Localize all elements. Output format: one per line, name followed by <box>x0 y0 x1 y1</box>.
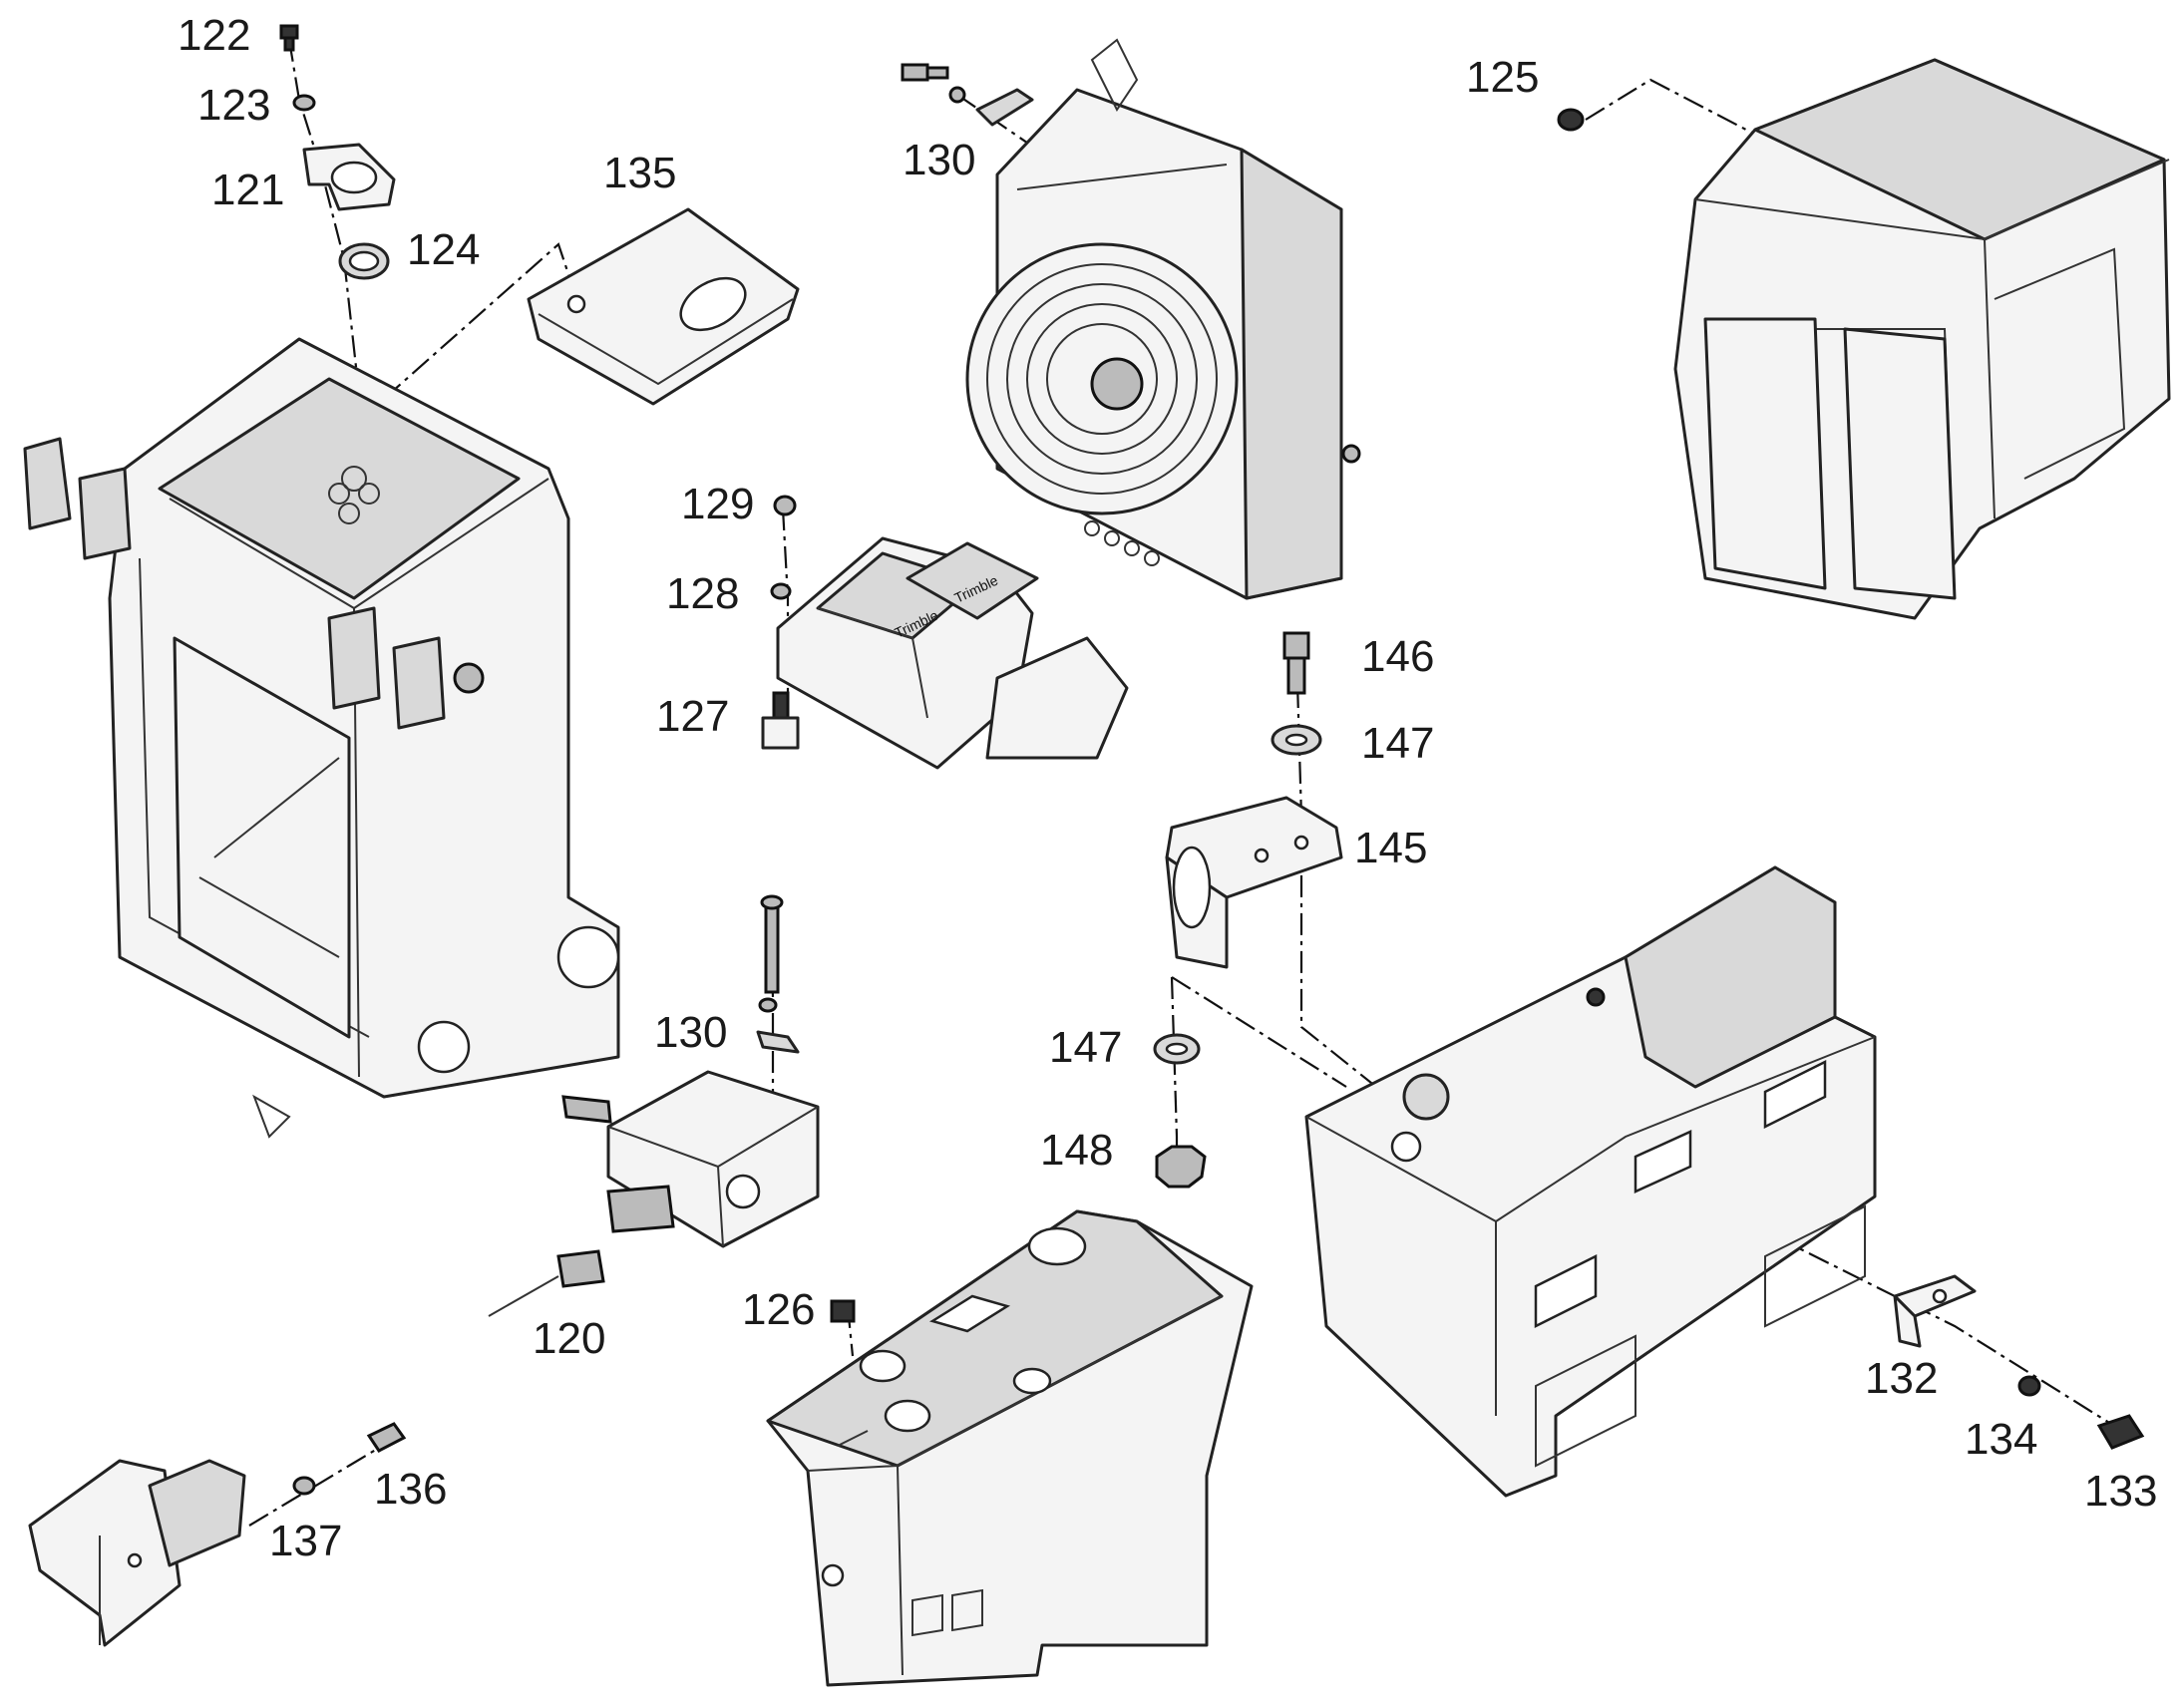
radiator-fan-assembly <box>965 38 1361 600</box>
callout-122: 122 <box>178 11 250 60</box>
callout-132: 132 <box>1865 1354 1938 1403</box>
valve-block-assembly <box>488 894 820 1317</box>
bracket-145-assembly <box>1153 631 1343 1189</box>
callout-129: 129 <box>681 480 754 528</box>
callout-120: 120 <box>533 1314 605 1363</box>
callout-126: 126 <box>742 1285 815 1334</box>
callout-146: 146 <box>1361 632 1434 681</box>
cab-assembly <box>1557 58 2171 620</box>
callout-130-bottom: 130 <box>654 1008 727 1057</box>
callout-124: 124 <box>407 225 480 274</box>
center-frame-assembly <box>23 337 620 1139</box>
callout-148: 148 <box>1040 1126 1113 1175</box>
cover-137-assembly <box>28 1422 407 1647</box>
callout-130-top: 130 <box>903 136 975 184</box>
bracket-135 <box>527 207 800 406</box>
callout-125: 125 <box>1466 53 1539 102</box>
callout-147-bottom: 147 <box>1049 1023 1122 1072</box>
callout-135: 135 <box>603 149 676 197</box>
callout-121: 121 <box>211 166 284 214</box>
callout-134: 134 <box>1965 1415 2037 1464</box>
callout-136: 136 <box>374 1465 447 1514</box>
callout-145: 145 <box>1354 824 1427 872</box>
bracket-132-assembly <box>1893 1274 2145 1450</box>
strap-hardware-130-top <box>901 63 1034 127</box>
console-panel-assembly <box>766 1209 1254 1687</box>
callout-133: 133 <box>2084 1467 2157 1516</box>
cover-plate-hardware <box>279 24 396 280</box>
callout-123: 123 <box>197 81 270 130</box>
hydraulic-tank-assembly <box>1304 865 1877 1498</box>
callout-147-top: 147 <box>1361 719 1434 768</box>
callout-137: 137 <box>269 1517 342 1565</box>
callout-128: 128 <box>666 569 739 618</box>
callout-127: 127 <box>656 692 729 741</box>
control-box-assembly: Trimble Trimble <box>761 495 1129 770</box>
callout-labels: 122 123 121 124 135 130 125 129 128 127 … <box>178 11 2157 1565</box>
